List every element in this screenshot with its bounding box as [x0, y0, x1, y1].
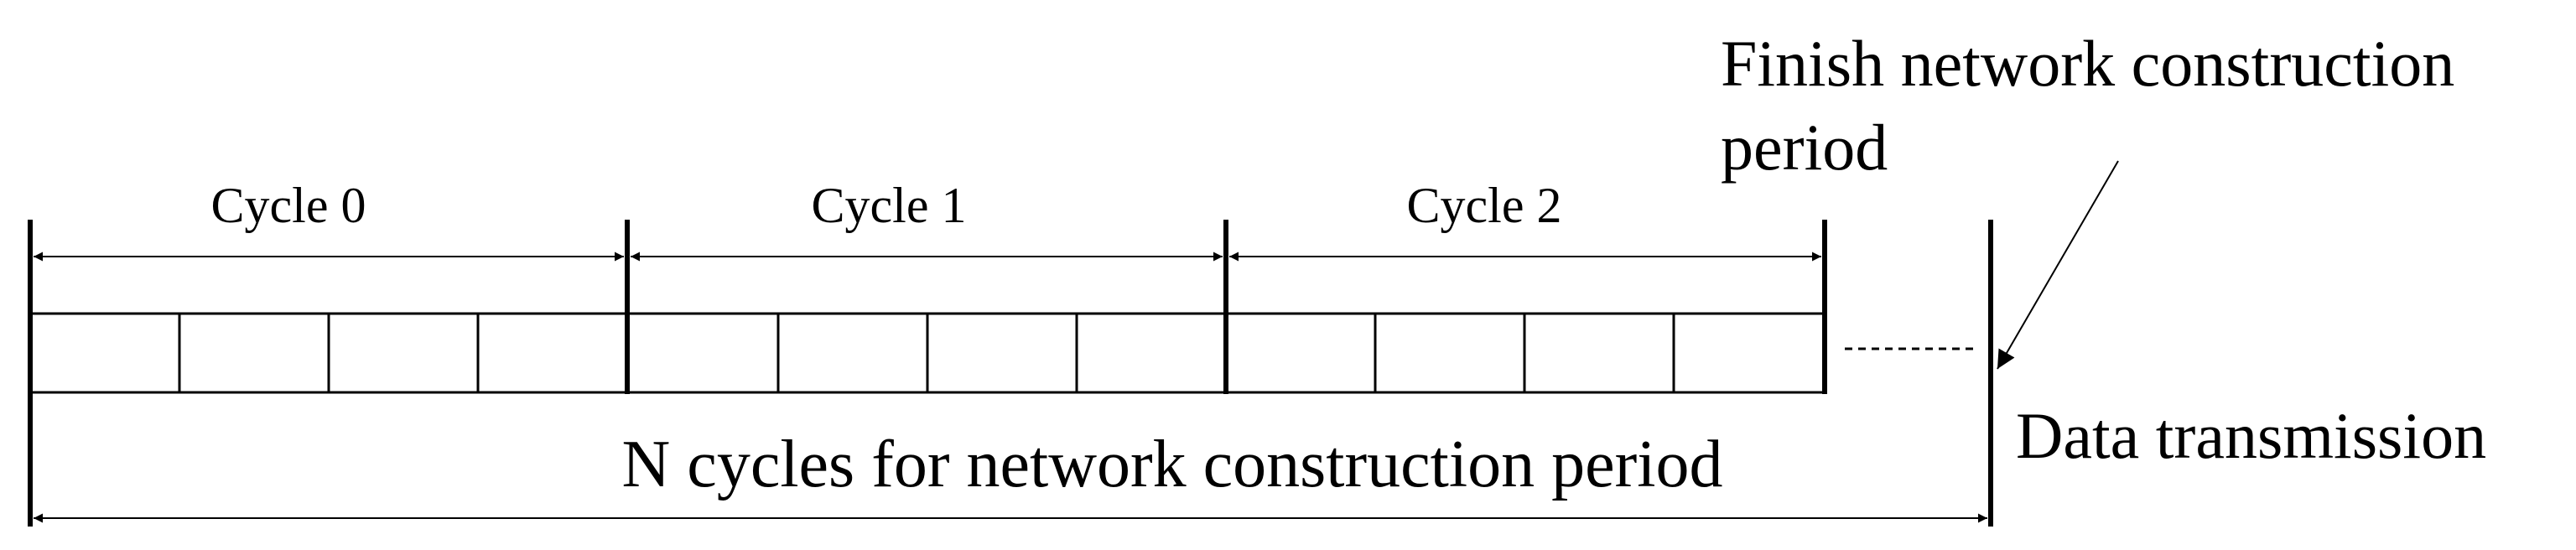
finish-pointer-arrow: [1997, 160, 2119, 370]
finish-label-line1: Finish network construction: [1721, 27, 2454, 100]
construction-period-label: N cycles for network construction period: [622, 428, 1723, 501]
finish-label-line2: period: [1721, 111, 1888, 184]
slot-strip: [30, 312, 1825, 394]
cycle-2-label: Cycle 2: [1407, 178, 1562, 233]
data-transmission-label: Data transmission: [2016, 399, 2486, 472]
cycle-0-label: Cycle 0: [211, 178, 366, 233]
cycle-1-label: Cycle 1: [812, 178, 967, 233]
